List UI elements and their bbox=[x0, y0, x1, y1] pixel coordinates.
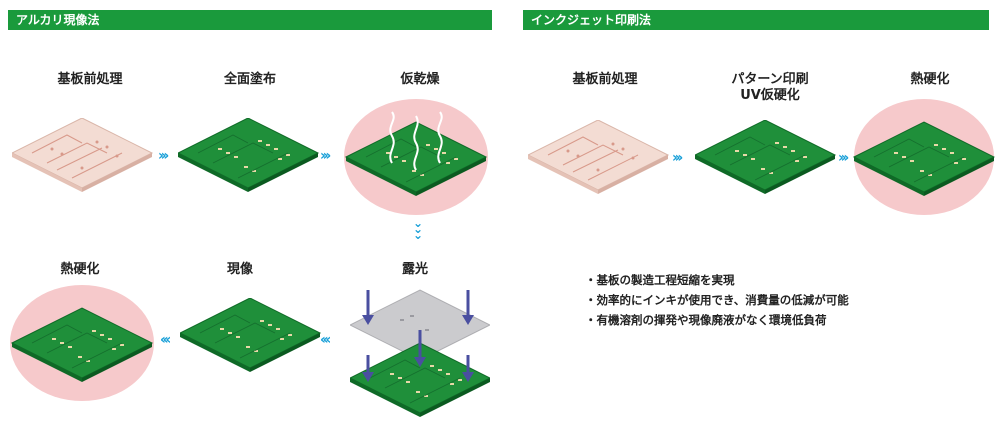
heat-steam-icon bbox=[389, 111, 443, 171]
uv-light-arrow-icon bbox=[362, 290, 474, 382]
developed-board bbox=[180, 298, 321, 373]
arrow-left-icon: ‹‹‹ bbox=[160, 332, 171, 348]
exposure-setup bbox=[350, 289, 490, 418]
printed-board bbox=[695, 120, 836, 195]
benefit-item: ・有機溶剤の揮発や現像廃液がなく環境低負荷 bbox=[585, 313, 827, 327]
step-label-pattern-print-line1: パターン印刷 bbox=[731, 72, 809, 87]
step-label-cure-alkali: 熱硬化 bbox=[60, 262, 100, 277]
alkali-method-header: アルカリ現像法 bbox=[8, 10, 492, 30]
benefit-item: ・効率的にインキが使用でき、消費量の低減が可能 bbox=[585, 293, 849, 307]
step-label-predry: 仮乾燥 bbox=[400, 72, 440, 87]
step-label-pattern-print-line2: UV仮硬化 bbox=[740, 88, 800, 103]
inkjet-method-title: インクジェット印刷法 bbox=[531, 13, 652, 27]
arrow-right-icon: ››› bbox=[320, 148, 331, 164]
arrow-right-icon: ››› bbox=[672, 150, 683, 166]
step-label-coat: 全面塗布 bbox=[223, 72, 276, 87]
step-label-develop: 現像 bbox=[226, 262, 253, 277]
arrow-down-icon: ⌄⌄⌄ bbox=[412, 216, 424, 242]
step-label-pretreat-inkjet: 基板前処理 bbox=[572, 72, 638, 87]
alkali-method-title: アルカリ現像法 bbox=[16, 13, 100, 27]
benefit-item: ・基板の製造工程短縮を実現 bbox=[585, 273, 735, 287]
cured-board-alkali bbox=[10, 285, 154, 401]
bare-board-alkali bbox=[12, 118, 153, 193]
inkjet-benefits-list: ・基板の製造工程短縮を実現 ・効率的にインキが使用でき、消費量の低減が可能 ・有… bbox=[585, 270, 849, 330]
step-label-pattern-print: パターン印刷 UV仮硬化 bbox=[700, 72, 840, 104]
cured-board-inkjet bbox=[853, 99, 995, 215]
coated-board bbox=[178, 118, 319, 193]
predry-board bbox=[344, 99, 488, 215]
arrow-left-icon: ‹‹‹ bbox=[320, 332, 331, 348]
step-label-expose: 露光 bbox=[401, 262, 428, 277]
arrow-right-icon: ››› bbox=[158, 148, 169, 164]
arrow-right-icon: ››› bbox=[838, 150, 849, 166]
step-label-pretreat-alkali: 基板前処理 bbox=[57, 72, 123, 87]
inkjet-method-header: インクジェット印刷法 bbox=[523, 10, 989, 30]
bare-board-inkjet bbox=[528, 120, 669, 195]
step-label-cure-inkjet: 熱硬化 bbox=[910, 72, 950, 87]
